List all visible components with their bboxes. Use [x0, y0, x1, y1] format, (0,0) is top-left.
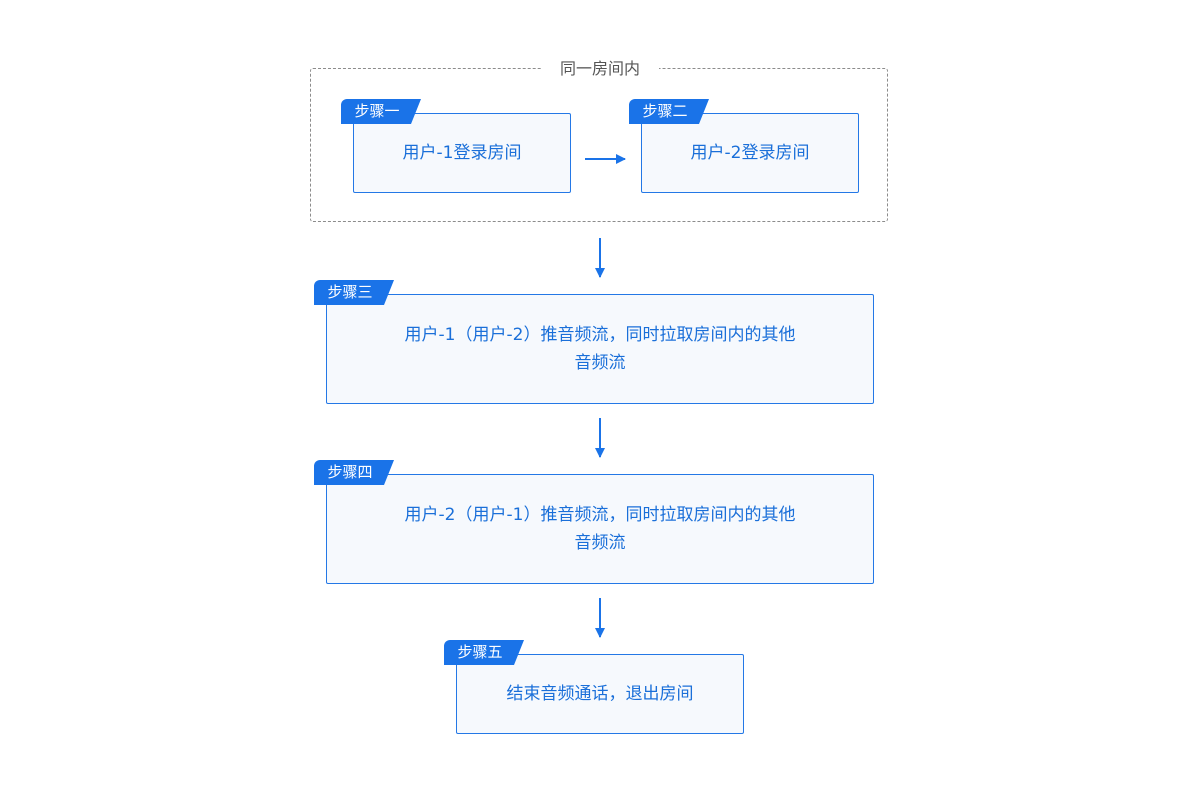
step-4-box: 用户-2（用户-1）推音频流，同时拉取房间内的其他 音频流: [326, 474, 874, 584]
step-2-tag: 步骤二: [629, 99, 709, 124]
step-3-text-line-1: 用户-1（用户-2）推音频流，同时拉取房间内的其他: [404, 325, 796, 345]
step-1-text: 用户-1登录房间: [402, 143, 522, 163]
step-5-text: 结束音频通话，退出房间: [506, 684, 694, 704]
step-5-box: 结束音频通话，退出房间: [456, 654, 744, 734]
step-4-text-line-1: 用户-2（用户-1）推音频流，同时拉取房间内的其他: [404, 505, 796, 525]
step-3-text-line-2: 音频流: [574, 353, 626, 373]
step-3-box: 用户-1（用户-2）推音频流，同时拉取房间内的其他 音频流: [326, 294, 874, 404]
step-4-text: 用户-2（用户-1）推音频流，同时拉取房间内的其他 音频流: [385, 501, 816, 557]
step-2-text: 用户-2登录房间: [690, 143, 810, 163]
step-2-box: 用户-2登录房间: [641, 113, 859, 193]
step-5-tag: 步骤五: [444, 640, 524, 665]
step-3-text: 用户-1（用户-2）推音频流，同时拉取房间内的其他 音频流: [385, 321, 816, 377]
step-1-tag: 步骤一: [341, 99, 421, 124]
step-3-tag: 步骤三: [314, 280, 394, 305]
step-4-text-line-2: 音频流: [574, 533, 626, 553]
group-title: 同一房间内: [541, 57, 659, 81]
step-4-tag: 步骤四: [314, 460, 394, 485]
step-1-box: 用户-1登录房间: [353, 113, 571, 193]
